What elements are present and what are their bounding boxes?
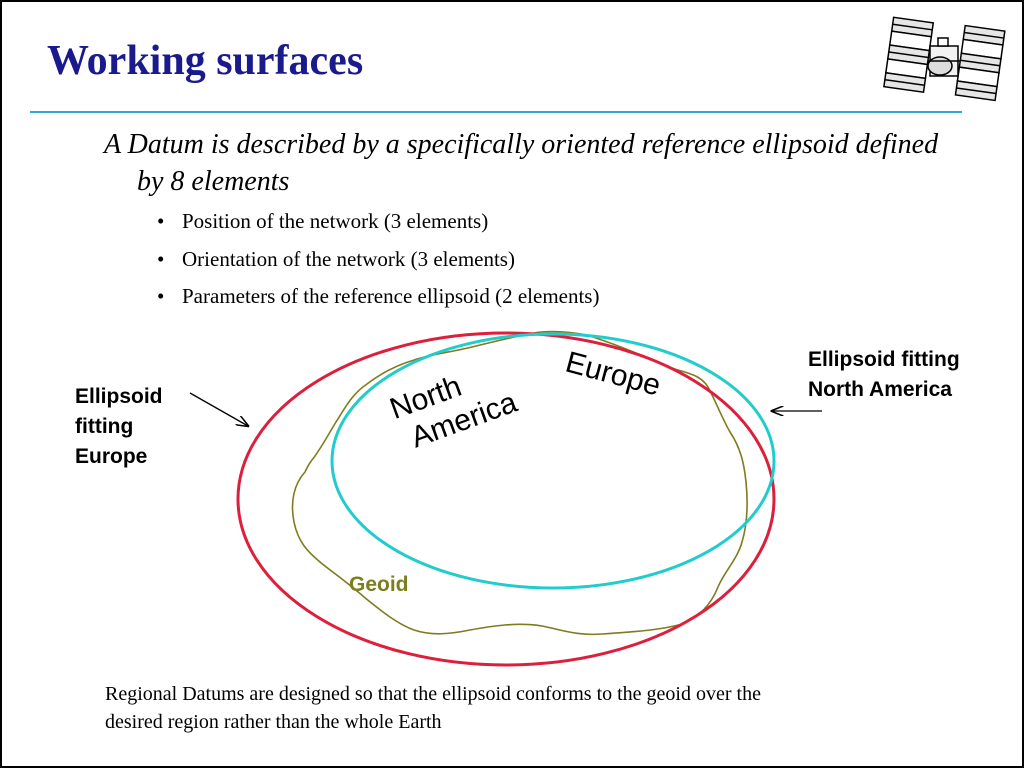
bullet-dot: •: [157, 246, 165, 271]
list-item: • Parameters of the reference ellipsoid …: [157, 282, 599, 320]
footer-note: Regional Datums are designed so that the…: [105, 683, 761, 733]
north-america-ellipsoid-callout: Ellipsoid fitting North America: [808, 348, 960, 401]
list-item-text: Parameters of the reference ellipsoid (2…: [182, 284, 600, 308]
europe-ellipsoid: [236, 331, 776, 667]
element-list: • Position of the network (3 elements) •…: [157, 207, 599, 320]
list-item: • Orientation of the network (3 elements…: [157, 245, 599, 283]
main-statement: A Datum is described by a specifically o…: [104, 129, 939, 197]
bullet-dot: •: [157, 209, 165, 233]
europe-ellipsoid-callout: Ellipsoid fitting Europe: [75, 385, 163, 468]
title-divider: [30, 111, 962, 113]
satellite-icon: [883, 16, 1006, 102]
list-item-text: Orientation of the network (3 elements): [182, 246, 515, 271]
geoid-outline: [291, 330, 748, 636]
list-item-text: Position of the network (3 elements): [182, 209, 489, 233]
bullet-dot: •: [157, 284, 165, 308]
europe-callout-arrow: [189, 392, 248, 426]
north-america-ellipsoid: [330, 332, 776, 590]
europe-label: Europe: [562, 346, 664, 403]
slide-title: Working surfaces: [47, 38, 364, 84]
list-item: • Position of the network (3 elements): [157, 207, 599, 245]
geoid-label: Geoid: [349, 573, 409, 596]
